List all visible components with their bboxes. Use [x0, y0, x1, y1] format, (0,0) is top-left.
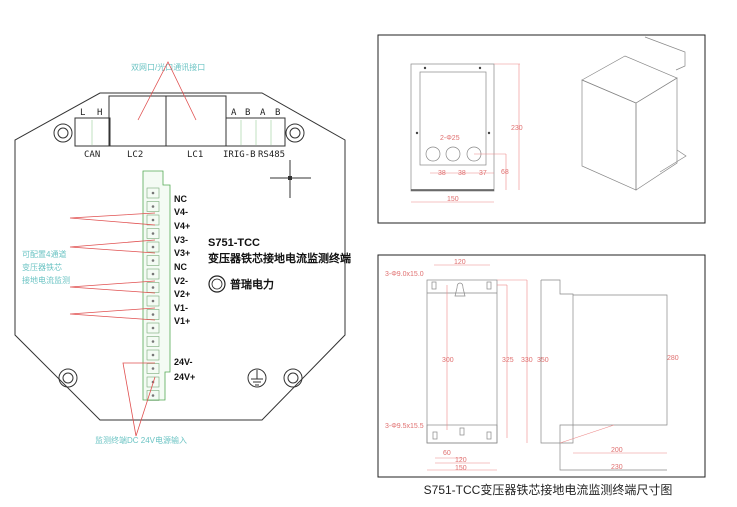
terminal-pin — [146, 187, 160, 199]
width-dimension: 150 — [455, 465, 467, 472]
lc2-port — [108, 95, 167, 147]
terminal-label: V4+ — [174, 221, 190, 231]
terminal-pin — [146, 349, 160, 361]
depth-dimension: 200 — [611, 447, 623, 454]
terminal-pin — [146, 295, 160, 307]
hole-dimension: 3-Φ9.0x15.0 — [385, 271, 424, 278]
terminal-pin — [146, 201, 160, 212]
height-dimension: 280 — [667, 355, 679, 362]
terminal-label: V2+ — [174, 289, 190, 299]
height-dimension: 330 — [521, 357, 533, 364]
terminal-label: V1+ — [174, 316, 190, 326]
hole-dimension: 2-Φ25 — [440, 135, 460, 142]
mount-hole — [58, 368, 78, 388]
pin-letter: B — [245, 108, 250, 118]
terminal-label: NC — [174, 262, 187, 272]
spacing-dimension: 37 — [479, 170, 487, 177]
terminal-pin — [146, 241, 160, 253]
spacing-dimension: 60 — [443, 450, 451, 457]
brand-logo-icon — [208, 275, 226, 293]
isometric-box — [581, 36, 687, 191]
spacing-dimension: 38 — [458, 170, 466, 177]
brand-name: 普瑞电力 — [230, 277, 274, 291]
height-dimension: 68 — [501, 169, 509, 176]
height-dimension: 325 — [502, 357, 514, 364]
spacing-dimension: 38 — [438, 170, 446, 177]
comm-port-callout: 双网口/光口通讯接口 — [131, 62, 205, 72]
terminal-label: V3+ — [174, 248, 190, 258]
terminal-label: 24V- — [174, 357, 193, 367]
wiring-diagram: L H A B A B CAN LC2 LC1 IRIG-B RS485 双网口… — [14, 61, 351, 445]
pin-letter: A — [260, 108, 266, 118]
terminal-pin — [146, 336, 160, 347]
enclosure-outline — [14, 92, 346, 421]
ground-icon — [247, 368, 267, 388]
mount-hole — [283, 368, 303, 388]
front-and-iso-view: 2-Φ25 38 38 37 68 230 150 — [377, 34, 706, 224]
terminal-pin — [146, 228, 160, 239]
terminal-label: V1- — [174, 303, 188, 313]
port-label: RS485 — [258, 150, 285, 160]
irig-rs485-port — [225, 117, 286, 147]
terminal-pin — [146, 390, 160, 401]
port-label: IRIG-B — [223, 150, 256, 160]
width-dimension: 150 — [447, 196, 459, 203]
model-name: S751-TCC — [208, 237, 260, 249]
terminal-label: V3- — [174, 235, 188, 245]
terminal-label: NC — [174, 194, 187, 204]
mount-hole — [53, 123, 73, 143]
spacing-dimension: 120 — [455, 457, 467, 464]
height-dimension: 300 — [442, 357, 454, 364]
terminal-label: 24V+ — [174, 372, 195, 382]
channel-callout: 可配置4通道 — [22, 249, 66, 259]
terminal-pin — [146, 268, 160, 280]
can-port — [74, 117, 111, 147]
dimension-view: 120 3-Φ9.0x15.0 3-Φ9.5x15.5 300 325 330 … — [377, 254, 706, 478]
terminal-label: V4- — [174, 207, 188, 217]
terminal-pin — [146, 363, 160, 374]
pin-letter: H — [97, 108, 102, 118]
pin-letter: A — [231, 108, 237, 118]
figure-caption: S751-TCC变压器铁芯接地电流监测终端尺寸图 — [424, 482, 673, 497]
port-label: LC2 — [127, 150, 143, 160]
terminal-label: V2- — [174, 276, 188, 286]
channel-callout: 变压器铁芯 — [22, 262, 62, 272]
crosshair-icon — [270, 160, 311, 198]
height-dimension: 230 — [511, 125, 523, 132]
terminal-pin — [146, 376, 160, 388]
port-label: LC1 — [187, 150, 203, 160]
terminal-pin — [146, 322, 160, 334]
terminal-pin — [146, 255, 160, 266]
product-name: 变压器铁芯接地电流监测终端 — [208, 251, 351, 265]
depth-dimension: 230 — [611, 464, 623, 471]
width-dimension: 120 — [454, 259, 466, 266]
power-callout: 监测终端DC 24V电源输入 — [95, 435, 187, 445]
pin-letter: B — [275, 108, 280, 118]
height-dimension: 350 — [537, 357, 549, 364]
port-label: CAN — [84, 150, 100, 160]
pin-letter: L — [80, 108, 85, 118]
mount-hole — [285, 123, 305, 143]
hole-dimension: 3-Φ9.5x15.5 — [385, 423, 424, 430]
channel-callout: 接地电流监测 — [22, 275, 70, 285]
lc1-port — [165, 95, 227, 147]
